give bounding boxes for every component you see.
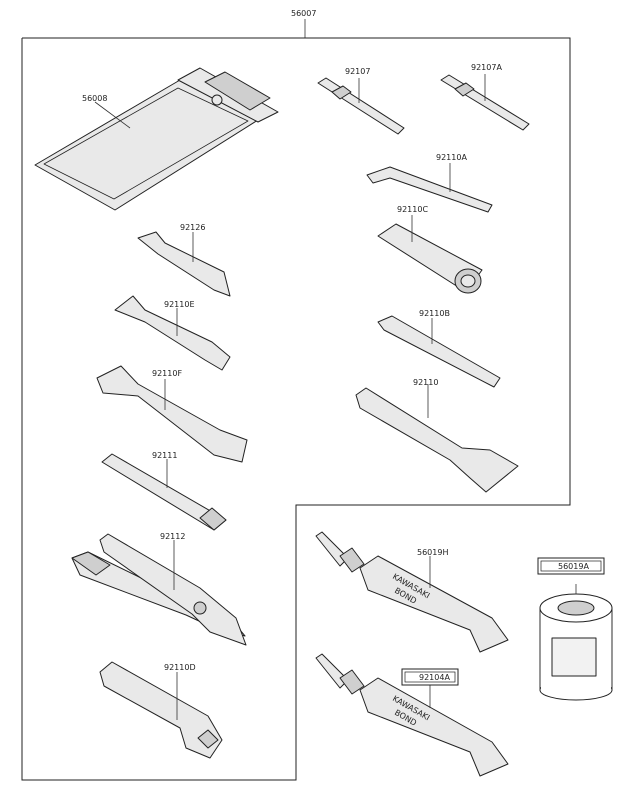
label-56007: 56007: [291, 9, 316, 18]
label-92107: 92107: [345, 67, 370, 76]
screwdriver-92107a: [440, 74, 530, 131]
wrench-92110f: [96, 365, 248, 463]
bond-can-56019a: [539, 584, 613, 701]
label-92110e: 92110E: [164, 300, 195, 309]
tool-kit-frame: [21, 37, 571, 781]
wrench-92110e: [114, 295, 231, 371]
label-box-inner-92104a: [404, 671, 456, 683]
label-92110c: 92110C: [397, 205, 428, 214]
label-56008: 56008: [82, 94, 107, 103]
label-92126: 92126: [180, 223, 205, 232]
bond-tube-92104a: KAWASAKI BOND: [315, 653, 509, 777]
label-92110f: 92110F: [152, 369, 182, 378]
label-92110a: 92110A: [436, 153, 467, 162]
label-box-inner-56019a: [540, 560, 602, 572]
label-92107a: 92107A: [471, 63, 502, 72]
wrench-92126: [137, 231, 231, 297]
label-92110b: 92110B: [419, 309, 450, 318]
label-56019a: 56019A: [558, 562, 589, 571]
label-92104a: 92104A: [419, 673, 450, 682]
label-92112: 92112: [160, 532, 185, 541]
label-92110: 92110: [413, 378, 438, 387]
wrench-92110: [355, 384, 519, 493]
screwdriver-92107: [317, 77, 405, 135]
bond-tube-56019h: KAWASAKI BOND: [315, 531, 509, 653]
box-wrench-92110d: [99, 661, 223, 759]
label-92110d: 92110D: [164, 663, 196, 672]
tool-pouch: [34, 67, 279, 211]
label-56019h: 56019H: [417, 548, 448, 557]
pliers-92112: [71, 533, 247, 646]
label-92111: 92111: [152, 451, 177, 460]
socket-92110c: [377, 215, 483, 294]
hex-key-92110a: [366, 163, 493, 213]
spoke-wrench-92110b: [377, 315, 501, 388]
extension-bar-92111: [101, 453, 227, 531]
